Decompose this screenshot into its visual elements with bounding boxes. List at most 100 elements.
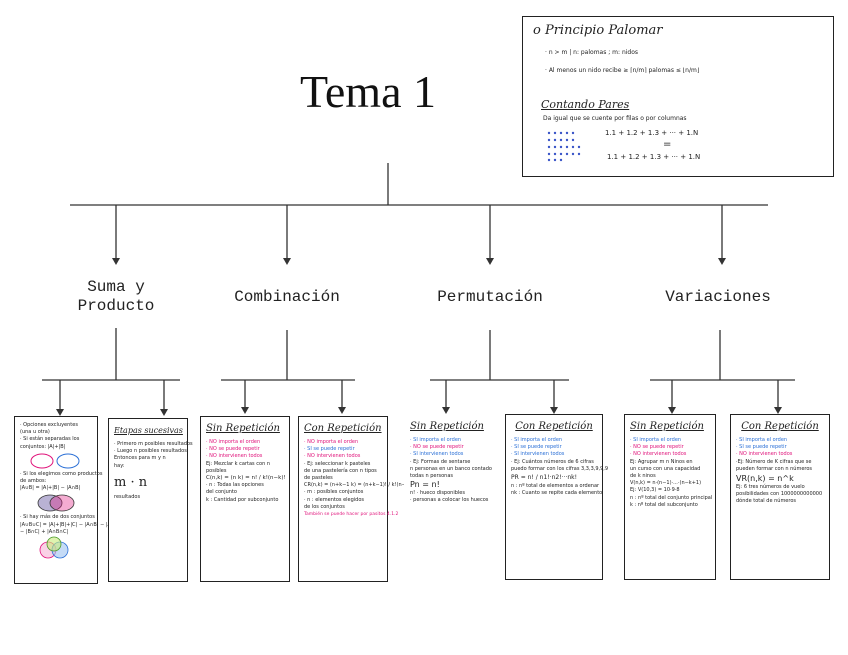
venn-overlap-icon: [37, 495, 75, 512]
card-formula: C(n,k) = (n k) = n! / k!(n−k)!: [206, 475, 286, 482]
card-line: · Opciones excluyentes: [20, 422, 78, 428]
category-permutacion: Permutación: [437, 288, 543, 306]
card-line: posibilidades con 1000000000000: [736, 491, 823, 498]
card-variaciones-con-repeticion: Con Repetición · SI importa el orden · S…: [730, 414, 830, 580]
card-line: · NO importa el orden: [304, 439, 359, 445]
card-formula: VR(n,k) = n^k: [736, 474, 794, 484]
card-line: Ej: Mezclar k cartas con n: [206, 460, 270, 467]
note-line: 1.1 + 1.2 + 1.3 + ··· + 1.N: [605, 129, 699, 137]
card-line: · SI se puede repetir: [304, 446, 355, 453]
card-formula: CR(n,k) = (n+k−1 k) = (n+k−1)! / k!(n−1)…: [304, 482, 414, 489]
card-heading: Etapas sucesivas: [114, 426, 183, 435]
card-line: · SI importa el orden: [511, 437, 563, 443]
card-line: · SI se puede repetir: [511, 444, 562, 451]
card-line: n : nº total de elementos a ordenar: [511, 483, 600, 490]
card-line: · NO se puede repetir: [630, 444, 684, 451]
note-line: · n > m | n: palomas ; m: nidos: [545, 49, 639, 56]
note-line: 1.1 + 1.2 + 1.3 + ··· + 1.N: [607, 153, 701, 161]
card-footer: También se puede hacer por pasitos 4.1.2: [304, 512, 399, 518]
card-heading: Sin Repetición: [630, 421, 704, 432]
note-line: =: [663, 139, 672, 150]
card-line: · Si están separadas los: [20, 436, 80, 443]
venn-disjoint-icon: [30, 453, 80, 469]
card-line: · Si los elegimos como productos: [20, 470, 103, 477]
card-line: Entonces para m y n: [114, 455, 166, 462]
card-line: · SI importa el orden: [736, 437, 788, 443]
card-line: · n : Todas las opciones: [206, 482, 264, 489]
card-line: de k ninos: [630, 473, 656, 480]
category-combinacion: Combinación: [234, 288, 340, 306]
card-line: k : nº total del subconjunto: [630, 501, 698, 508]
card-line: Ej: Agrupar m n Ninos en: [630, 458, 693, 465]
card-line: de pasteles: [304, 475, 333, 482]
card-line: |A∪B| = |A|+|B| − |A∩B|: [20, 485, 81, 492]
card-line: |A∪B∪C| = |A|+|B|+|C| − |A∩B| − |A∩C|: [20, 521, 120, 528]
card-line: todas n personas: [410, 473, 454, 480]
venn-three-sets-icon: [39, 536, 69, 559]
card-heading: Con Repetición: [304, 423, 382, 434]
card-line: de ambos:: [20, 478, 47, 485]
card-line: · SI importa el orden: [630, 437, 682, 443]
card-line: de una pastelería con n tipos: [304, 467, 377, 474]
card-combinacion-sin-repeticion: Sin Repetición · NO importa el orden · N…: [200, 416, 290, 582]
card-line: · m : posibles conjuntos: [304, 489, 364, 496]
card-line: ·Ej: Número de K cifras que se: [736, 458, 812, 465]
card-line: · personas a colocar los huecos: [410, 497, 489, 504]
page-title: Tema 1: [300, 66, 437, 117]
card-line: · Luego n posibles resultados: [114, 448, 187, 455]
card-line: pueden formar con n números: [736, 465, 813, 472]
card-line: Ej: 6 tres números de vuelo: [736, 484, 805, 491]
card-line: del conjunto: [206, 489, 237, 496]
card-line: · Primero m posibles resultados: [114, 441, 193, 447]
card-line: Ej: V(10,3) = 10·9·8: [630, 487, 680, 494]
card-etapas-sucesivas: Etapas sucesivas · Primero m posibles re…: [108, 418, 193, 582]
card-heading: Sin Repetición: [410, 421, 484, 432]
card-formula: V(n,k) = n·(n−1)·...·(n−k+1): [630, 480, 702, 487]
card-line: resultados: [114, 493, 141, 500]
card-formula: Pn = n!: [410, 480, 440, 490]
card-line: nk : Cuanto se repite cada elemento: [511, 490, 603, 497]
card-line: · NO intervienen todos: [304, 453, 361, 460]
card-line: puedo formar con los cifras 3,3,3,9,9,9: [511, 465, 609, 472]
card-permutacion-sin-repeticion: Sin Repetición · SI importa el orden · N…: [404, 414, 496, 582]
card-line: · NO se puede repetir: [206, 446, 260, 453]
card-permutacion-con-repeticion: Con Repetición · SI importa el orden · S…: [505, 414, 609, 580]
category-variaciones: Variaciones: [665, 288, 771, 306]
card-line: n : nº total del conjunto principal: [630, 494, 713, 501]
card-line: · NO intervienen todos: [736, 451, 793, 458]
card-line: · SI intervienen todos: [511, 451, 565, 458]
card-heading: Con Repetición: [741, 421, 819, 432]
card-line: n personas en un banco contado: [410, 465, 492, 472]
card-line: · SI se puede repetir: [736, 444, 787, 451]
note-subtitle: Contando Pares: [541, 98, 630, 111]
card-line: posibles: [206, 467, 227, 474]
card-line: · NO importa el orden: [206, 439, 261, 445]
card-line: · Ej: seleccionar k pasteles: [304, 460, 371, 467]
card-line: un curso con una capacidad: [630, 465, 701, 472]
card-line: hay:: [114, 462, 125, 469]
note-title: o Principio Palomar: [533, 23, 663, 38]
card-line: · NO se puede repetir: [410, 444, 464, 451]
card-line: (una u otra): [20, 429, 50, 436]
pigeonhole-note: o Principio Palomar · n > m | n: palomas…: [522, 16, 834, 177]
card-heading: Sin Repetición: [206, 423, 280, 434]
card-line: n! · hueco disponibles: [410, 490, 465, 497]
category-suma-producto: Suma y Producto: [77, 278, 155, 315]
card-heading: Con Repetición: [515, 421, 593, 432]
card-line: · SI intervienen todos: [410, 451, 464, 458]
card-line: − |B∩C| + |A∩B∩C|: [20, 528, 69, 535]
card-line: · NO intervienen todos: [630, 451, 687, 458]
card-line: · NO intervienen todos: [206, 453, 263, 460]
card-line: · Si hay más de dos conjuntos: [20, 514, 95, 521]
card-formula: PR = n! / n1!·n2!···nk!: [511, 474, 578, 482]
card-line: · n : elementos elegidos: [304, 496, 365, 503]
card-line: · Ej: Cuántos números de 6 cifras: [511, 458, 594, 465]
card-formula: m · n: [114, 474, 148, 490]
note-line: Da igual que se cuente por filas o por c…: [543, 115, 687, 122]
card-line: · SI importa el orden: [410, 437, 462, 443]
pairs-grid-icon: [547, 131, 581, 162]
card-variaciones-sin-repeticion: Sin Repetición · SI importa el orden · N…: [624, 414, 716, 580]
note-line: · Al menos un nido recibe ≥ ⌈n/m⌉ paloma…: [545, 67, 700, 74]
card-line: k : Cantidad por subconjunto: [206, 496, 279, 503]
